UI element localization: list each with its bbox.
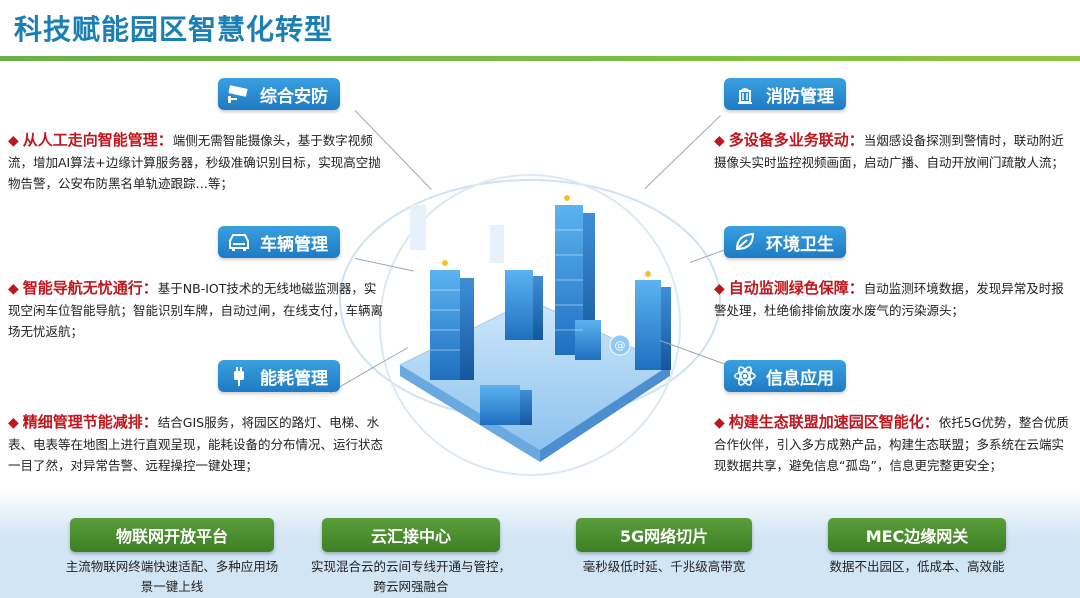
badge-energy: 能耗管理	[218, 360, 340, 392]
platform-mec-button: MEC边缘网关	[828, 518, 1006, 552]
cctv-camera-icon	[226, 83, 252, 105]
fire-hydrant-icon	[732, 83, 758, 105]
platform-cloud-button: 云汇接中心	[322, 518, 500, 552]
atom-icon	[732, 365, 758, 387]
diamond-bullet-icon: ◆	[8, 415, 19, 431]
diamond-bullet-icon: ◆	[8, 133, 19, 149]
page-title: 科技赋能园区智慧化转型	[14, 13, 334, 46]
badge-security: 综合安防	[218, 78, 340, 110]
badge-fire-label: 消防管理	[766, 86, 834, 107]
diamond-bullet-icon: ◆	[714, 133, 725, 149]
badge-info-label: 信息应用	[766, 368, 834, 389]
platform-cloud-desc: 实现混合云的云间专线开通与管控，跨云网强融合	[310, 559, 511, 594]
leaf-icon	[732, 231, 758, 253]
badge-vehicle-label: 车辆管理	[260, 234, 328, 255]
diamond-bullet-icon: ◆	[8, 281, 19, 297]
car-icon	[226, 231, 252, 253]
badge-fire: 消防管理	[724, 78, 846, 110]
power-plug-icon	[226, 365, 252, 387]
badge-energy-label: 能耗管理	[260, 368, 328, 389]
badge-vehicle: 车辆管理	[218, 226, 340, 258]
title-underline	[0, 56, 1080, 61]
vehicle-description: ◆智能导航无忧通行：基于NB-IOT技术的无线地磁监测器，实现空闲车位智能导航；…	[8, 279, 384, 339]
platform-5g-button: 5G网络切片	[576, 518, 752, 552]
energy-description: ◆精细管理节能减排：结合GIS服务，将园区的路灯、电梯、水表、电表等在地图上进行…	[8, 413, 384, 473]
diamond-bullet-icon: ◆	[714, 281, 725, 297]
badge-environment: 环境卫生	[724, 226, 846, 258]
badge-info: 信息应用	[724, 360, 846, 392]
security-description: ◆从人工走向智能管理：端侧无需智能摄像头，基于数字视频流，增加AI算法+边缘计算…	[8, 131, 381, 191]
platform-5g-desc: 毫秒级低时延、千兆级高带宽	[582, 559, 746, 574]
platform-iot-desc: 主流物联网终端快速适配、多种应用场景一键上线	[65, 559, 279, 594]
platform-iot-button: 物联网开放平台	[70, 518, 274, 552]
badge-security-label: 综合安防	[260, 86, 328, 107]
info-description: ◆构建生态联盟加速园区智能化：依托5G优势，整合优质合作伙伴，引入多方成熟产品，…	[714, 413, 1069, 473]
svg-text:@: @	[615, 339, 626, 352]
diamond-bullet-icon: ◆	[714, 415, 725, 431]
environment-description: ◆自动监测绿色保障：自动监测环境数据，发现异常及时报警处理，杜绝偷排偷放废水废气…	[714, 279, 1064, 318]
fire-description: ◆多设备多业务联动：当烟感设备探测到警情时，联动附近摄像头实时监控视频画面，启动…	[714, 131, 1065, 170]
smart-park-illustration: @	[339, 174, 721, 476]
badge-environment-label: 环境卫生	[766, 234, 834, 255]
platform-mec-desc: 数据不出园区，低成本、高效能	[829, 559, 1005, 574]
